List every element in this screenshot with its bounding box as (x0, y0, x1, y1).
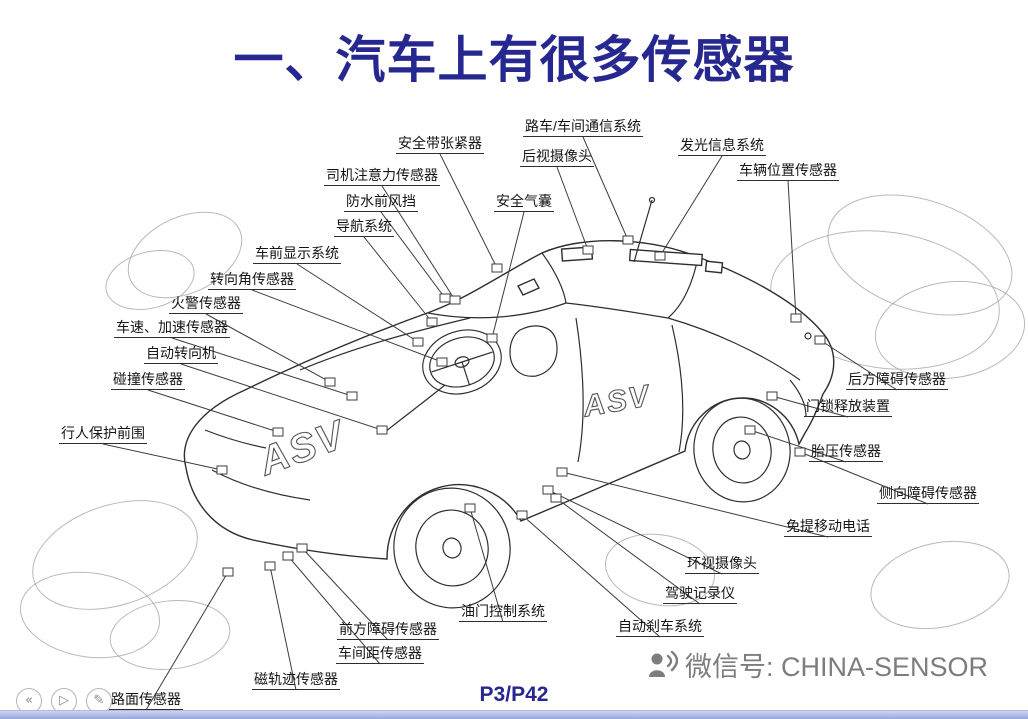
roof-display-bar (628, 248, 704, 267)
sensor-label: 防水前风挡 (344, 193, 418, 213)
sensor-label: 磁轨迹传感器 (252, 671, 340, 691)
sensor-label: 安全带张紧器 (396, 135, 484, 155)
sensor-box (346, 391, 358, 401)
sensor-box (272, 427, 284, 437)
sensor-box (556, 467, 568, 477)
sensor-box (412, 337, 424, 347)
sensor-box (464, 503, 476, 513)
sensor-box (486, 333, 498, 343)
sensor-box (491, 263, 503, 273)
sensor-label: 胎压传感器 (809, 443, 883, 463)
sensor-box (622, 235, 634, 245)
seat (509, 325, 558, 377)
sensor-box (222, 567, 234, 577)
rear-sensor-dot (804, 332, 812, 340)
sensor-label: 油门控制系统 (459, 603, 547, 623)
page-number: P3/P42 (479, 683, 549, 706)
sensor-label: 驾驶记录仪 (663, 585, 737, 605)
sensor-box (296, 543, 308, 553)
car-body (183, 240, 835, 560)
sensor-box (516, 510, 528, 520)
sensor-label: 火警传感器 (169, 295, 243, 315)
sensor-box (216, 465, 228, 475)
sensor-label: 路车/车间通信系统 (523, 118, 643, 138)
sensor-label: 车间距传感器 (336, 645, 424, 665)
car-drawing: ASV ASV (183, 196, 835, 609)
sensor-label: 行人保护前围 (59, 425, 147, 445)
sensor-label: 安全气囊 (494, 193, 554, 213)
watermark-label: 微信号: CHINA-SENSOR (685, 652, 989, 682)
sensor-box (376, 425, 388, 435)
sensor-label: 转向角传感器 (208, 271, 296, 291)
sensor-box (766, 391, 778, 401)
sensor-box (324, 377, 336, 387)
sensor-box (439, 293, 451, 303)
sensor-box (436, 357, 448, 367)
front-wheel (393, 487, 511, 609)
sensor-box (744, 425, 756, 435)
sensor-box (282, 551, 294, 561)
sensor-label: 自动刹车系统 (616, 618, 704, 638)
sensor-box (550, 493, 562, 503)
previous-button[interactable]: « (16, 688, 42, 714)
sensor-label: 车辆位置传感器 (737, 162, 839, 182)
slide-title: 一、汽车上有很多传感器 (233, 32, 795, 88)
play-button[interactable]: ▷ (51, 688, 77, 714)
sensor-label: 侧向障碍传感器 (877, 485, 979, 505)
sensor-box (790, 313, 802, 323)
roof-module-small (704, 260, 724, 274)
sensor-box (264, 561, 276, 571)
sensor-label: 路面传感器 (109, 691, 183, 711)
side-mirror (517, 278, 540, 296)
sensor-label: 后视摄像头 (520, 148, 594, 168)
sensor-label: 后方障碍传感器 (846, 371, 948, 391)
viewer-controls: «▷✎ (16, 688, 112, 714)
sensor-label: 自动转向机 (144, 345, 218, 365)
sensor-label: 门锁释放装置 (804, 398, 892, 418)
sensor-box (654, 251, 666, 261)
sensor-label: 前方障碍传感器 (337, 621, 439, 641)
watermark: 微信号: CHINA-SENSOR (646, 645, 988, 684)
leader-lines (102, 136, 929, 711)
horizontal-scrollbar[interactable] (0, 710, 1028, 719)
steering-wheel (422, 329, 502, 395)
sensor-label: 环视摄像头 (685, 555, 759, 575)
speaker-person-icon (649, 650, 678, 677)
sensor-label: 车前显示系统 (253, 245, 341, 265)
sensor-box (582, 245, 594, 255)
sensor-label: 免提移动电话 (784, 518, 872, 538)
antenna (633, 196, 656, 263)
sensor-label: 导航系统 (334, 218, 394, 238)
sensor-label: 车速、加速传感器 (114, 319, 230, 339)
sensor-box (449, 295, 461, 305)
sensor-box (794, 447, 806, 457)
sensor-label: 碰撞传感器 (111, 371, 185, 391)
sensor-box (814, 335, 826, 345)
background-sketch-lines (19, 194, 1026, 670)
sensor-box (542, 485, 554, 495)
rear-wheel (693, 397, 791, 503)
sensor-box (426, 317, 438, 327)
sensor-label: 发光信息系统 (678, 137, 766, 157)
sensor-label: 司机注意力传感器 (324, 167, 440, 187)
